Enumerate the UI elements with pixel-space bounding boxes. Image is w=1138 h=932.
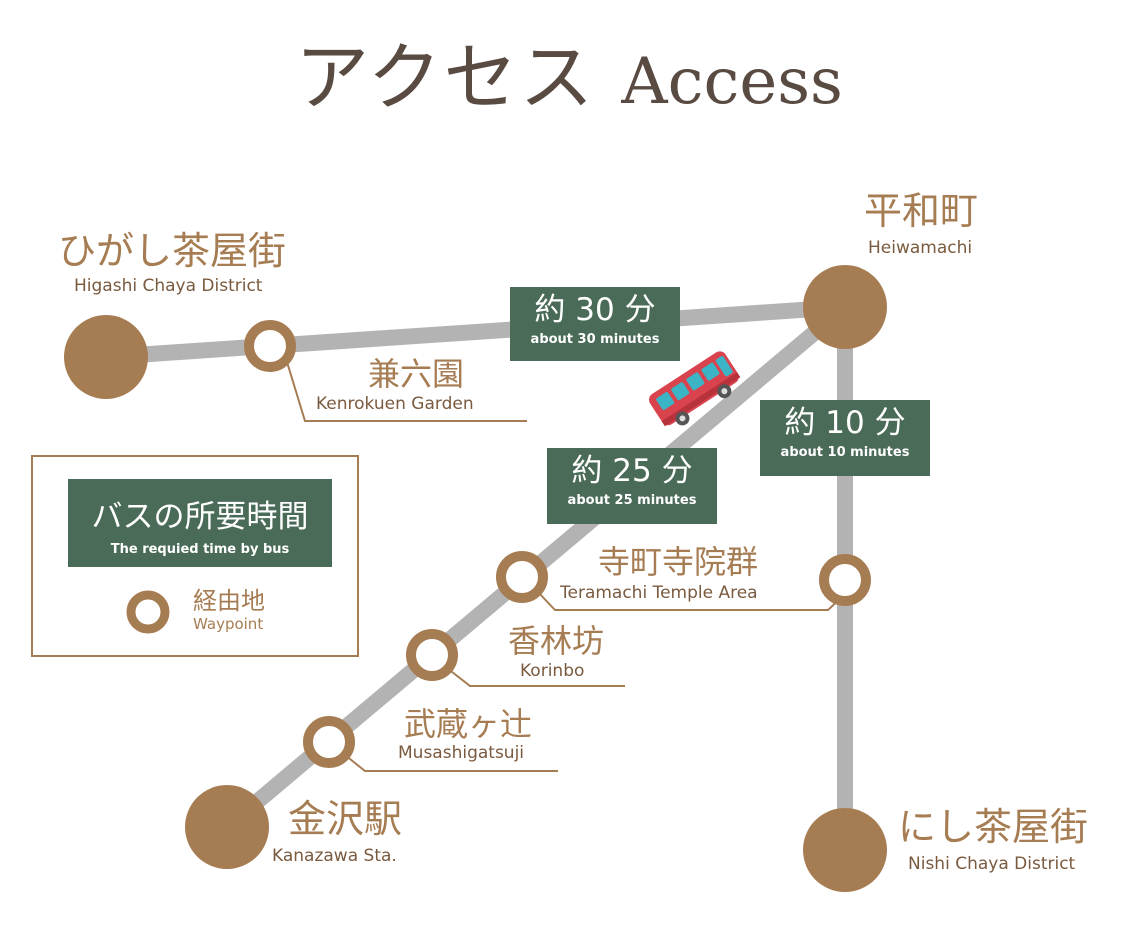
badge-30-en: about 30 minutes (530, 332, 660, 347)
waypoint-kenrokuen-jp: 兼六園 (368, 355, 465, 393)
badge-10-min: 約 10 分 about 10 minutes (760, 400, 930, 476)
waypoint-teramachi-jp: 寺町寺院群 (598, 543, 759, 581)
badge-10-en: about 10 minutes (780, 445, 910, 460)
badge-25-en: about 25 minutes (567, 493, 697, 508)
legend-waypoint-jp: 経由地 (193, 587, 265, 615)
waypoint-teramachi-marker (496, 551, 548, 603)
legend-title-en: The requied time by bus (110, 542, 290, 557)
page-title: アクセス Access (0, 18, 1138, 125)
bus-icon (649, 351, 741, 427)
legend: バスの所要時間 The requied time by bus 経由地 Wayp… (31, 455, 359, 657)
badge-25-jp: 約 25 分 (571, 453, 693, 489)
waypoint-kenrokuen-marker (244, 320, 296, 372)
legend-title-jp: バスの所要時間 (91, 499, 309, 535)
station-heiwamachi-en: Heiwamachi (868, 238, 973, 258)
leader-kenrokuen (286, 361, 527, 422)
station-kanazawa-marker (185, 785, 269, 869)
badge-30-min: 約 30 分 about 30 minutes (510, 287, 680, 361)
title-jp: アクセス (295, 35, 596, 121)
title-en: Access (621, 45, 843, 119)
station-kanazawa-en: Kanazawa Sta. (272, 846, 397, 866)
station-higashi-marker (64, 315, 148, 399)
route-higashi-heiwamachi (105, 299, 846, 365)
waypoint-kenrokuen-en: Kenrokuen Garden (316, 394, 474, 414)
waypoint-marker-icon (126, 590, 170, 634)
station-higashi-en: Higashi Chaya District (74, 276, 263, 296)
waypoint-teramachi-en: Teramachi Temple Area (560, 583, 758, 603)
badge-30-jp: 約 30 分 (534, 292, 656, 328)
station-higashi-jp: ひがし茶屋街 (58, 229, 287, 273)
waypoint-musashi-en: Musashigatsuji (398, 743, 525, 763)
badge-25-min: 約 25 分 about 25 minutes (547, 448, 717, 524)
waypoint-korinbo-en: Korinbo (520, 661, 585, 681)
station-nishi-marker (803, 808, 887, 892)
station-kanazawa-jp: 金沢駅 (288, 797, 403, 841)
station-heiwamachi-jp: 平和町 (864, 189, 979, 233)
station-nishi-en: Nishi Chaya District (908, 854, 1076, 874)
leader-musashi (344, 754, 558, 772)
waypoint-nishi-line-marker (819, 554, 871, 606)
legend-title: バスの所要時間 The requied time by bus (68, 479, 332, 567)
waypoint-musashi-jp: 武蔵ヶ辻 (404, 705, 533, 743)
station-heiwamachi-marker (803, 265, 887, 349)
waypoint-korinbo-marker (406, 629, 458, 681)
badge-10-jp: 約 10 分 (784, 405, 906, 441)
station-nishi-jp: にし茶屋街 (898, 805, 1089, 849)
leader-korinbo (446, 667, 625, 687)
waypoint-korinbo-jp: 香林坊 (508, 622, 605, 660)
waypoint-musashi-marker (303, 716, 355, 768)
legend-waypoint-en: Waypoint (193, 615, 264, 633)
